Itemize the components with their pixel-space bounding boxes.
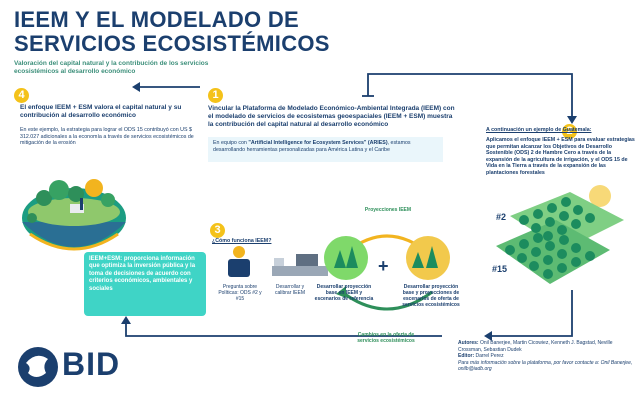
page-subtitle: Valoración del capital natural y la cont… (14, 60, 209, 75)
label-ecosystem-scenarios: Desarrollar proyección base y proyeccion… (402, 284, 460, 308)
step-1-heading: Vincular la Plataforma de Modelado Econó… (208, 105, 455, 128)
aries-box: En equipo con "Artificial Intelligence f… (208, 137, 443, 162)
authors-label: Autores: (458, 340, 479, 346)
editor-name: Darrel Perez (475, 353, 504, 360)
forest-grid-illustration (496, 185, 624, 284)
step-2-body: Aplicamos el enfoque IEEM + ESM para eva… (486, 137, 635, 176)
label-ieem-projections: Proyecciones IEEM (364, 207, 412, 213)
bid-logo-text: BID (62, 346, 121, 382)
page-title: IEEM Y EL MODELADO DE SERVICIOS ECOSISTÉ… (14, 7, 330, 56)
step-3-question: ¿Cómo funciona IEEM? (212, 238, 272, 244)
aries-prefix: En equipo con (213, 140, 249, 146)
contact-line: Para más información sobre la plataforma… (458, 359, 633, 373)
step-1-badge: 1 (208, 88, 223, 103)
bid-logo-icon (18, 347, 58, 387)
step-4-summary-text: IEEM+ESM: proporciona información que op… (89, 256, 196, 292)
editor-label: Editor: (458, 353, 475, 360)
label-ecosystem-changes: Cambios en la oferta de servicios ecosis… (357, 332, 415, 344)
authors-names: Onil Banerjee, Martin Cicowiez, Kenneth … (458, 340, 613, 353)
credits: Autores: Onil Banerjee, Martin Cicowiez,… (458, 340, 633, 373)
aries-name: "Artificial Intelligence for Ecosystem S… (248, 140, 388, 146)
step-4-heading: El enfoque IEEM + ESM valora el capital … (20, 104, 182, 119)
tag-ods-2: #2 (496, 212, 507, 222)
ieem-process-illustration (228, 246, 328, 277)
plus-sign: + (378, 256, 389, 276)
step-4-summary-box: IEEM+ESM: proporciona información que op… (84, 252, 206, 316)
globe-illustration (22, 179, 126, 251)
step-4-badge: 4 (14, 88, 29, 103)
step-2-intro: A continuación un ejemplo de Guatemala: (486, 127, 592, 133)
step-3-badge: 3 (210, 223, 225, 238)
label-policy-question: Pregunta sobre Políticas: ODS #2 y #15 (218, 284, 262, 302)
label-reference-scenarios: Desarrollar proyección base en IEEM y es… (314, 284, 374, 302)
step-4-body: En este ejemplo, la estrategia para logr… (20, 127, 194, 147)
tag-ods-15: #15 (492, 264, 508, 274)
step-2-badge: 2 (562, 124, 577, 139)
aries-text: En equipo con "Artificial Intelligence f… (213, 140, 441, 153)
label-develop-calibrate: Desarrollar y calibrar IEEM (274, 284, 305, 296)
projections-cycle (324, 234, 450, 311)
authors-line: Autores: Onil Banerjee, Martin Cicowiez,… (458, 340, 633, 353)
editor-line: Editor: Darrel Perez (458, 353, 633, 360)
aries-suffix: , estamos desarrollando herramientas per… (213, 140, 411, 153)
